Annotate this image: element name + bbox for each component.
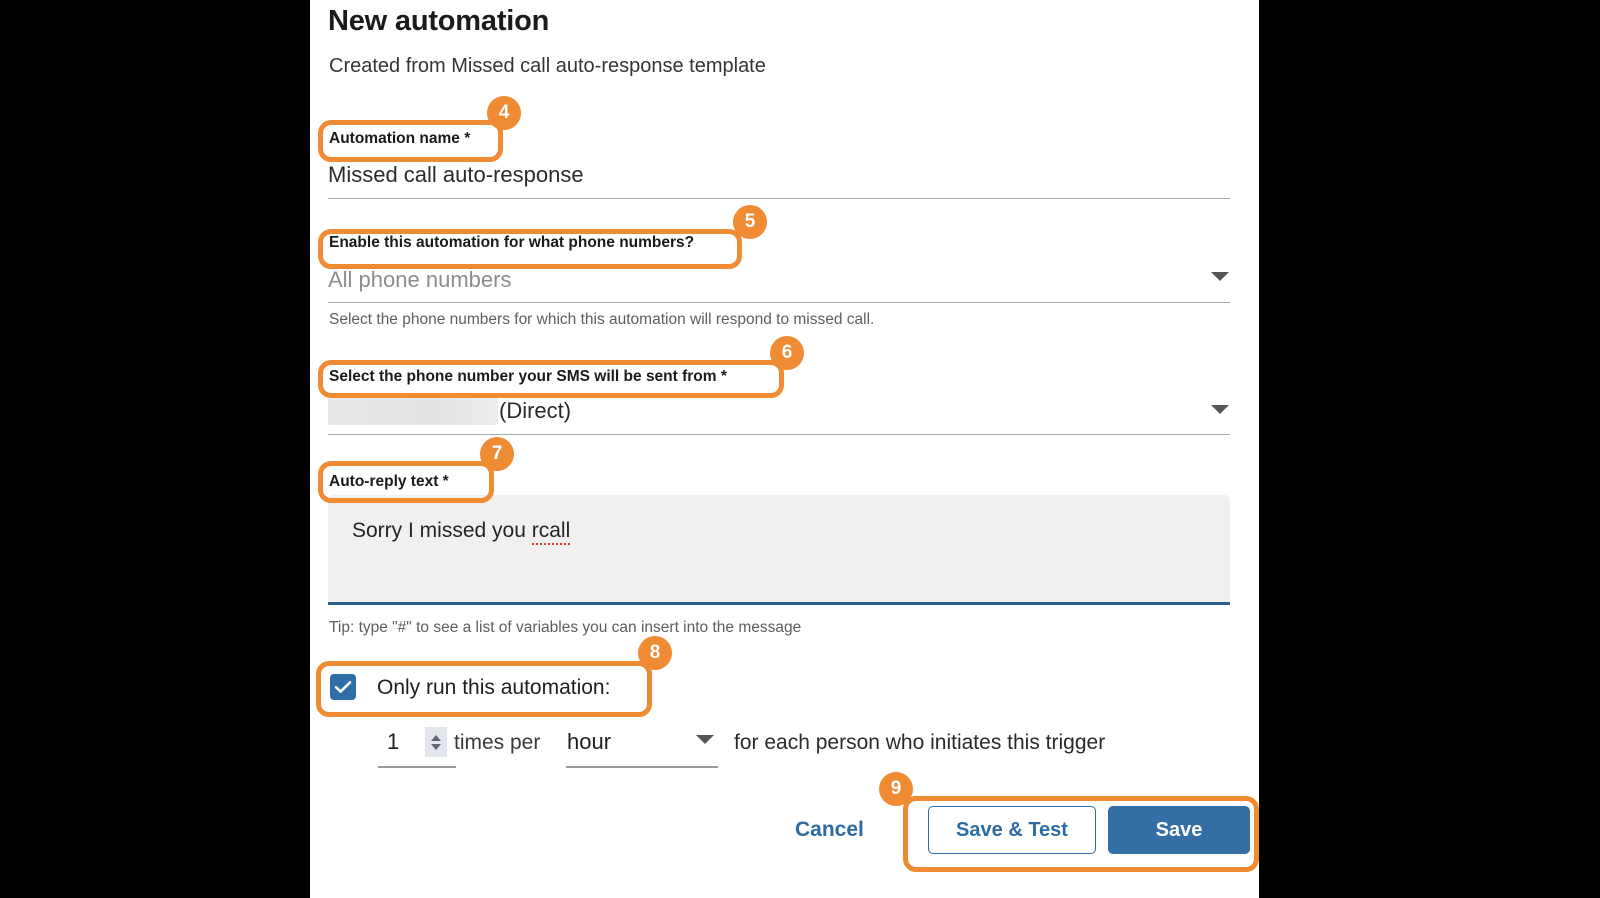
chevron-down-icon[interactable] [431, 743, 441, 750]
send-from-number-label: Select the phone number your SMS will be… [329, 368, 727, 385]
enable-phone-numbers-select[interactable]: All phone numbers [328, 267, 512, 292]
dialog-inner: New automation Created from Missed call … [328, 0, 1250, 898]
auto-reply-text-misspelled-word: rcall [531, 519, 571, 545]
enable-phone-numbers-underline [328, 302, 1230, 303]
cancel-button[interactable]: Cancel [795, 818, 864, 841]
save-and-test-button[interactable]: Save & Test [928, 806, 1096, 854]
send-from-number-select[interactable]: (Direct) [499, 398, 572, 423]
only-run-label: Only run this automation: [377, 676, 611, 699]
auto-reply-textarea-value: Sorry I missed you rcall [352, 519, 571, 545]
period-select[interactable]: hour [567, 729, 612, 754]
automation-dialog: New automation Created from Missed call … [310, 0, 1259, 898]
check-icon [334, 681, 352, 693]
times-per-label: times per [454, 731, 541, 754]
auto-reply-tip: Tip: type "#" to see a list of variables… [329, 619, 802, 636]
auto-reply-textarea[interactable]: Sorry I missed you rcall [328, 495, 1230, 605]
chevron-down-icon[interactable] [1211, 272, 1229, 281]
chevron-down-icon[interactable] [1211, 405, 1229, 414]
automation-name-input[interactable]: Missed call auto-response [328, 162, 584, 187]
page-title: New automation [328, 5, 550, 37]
chevron-up-icon[interactable] [431, 734, 441, 741]
frequency-count-input[interactable]: 1 [387, 729, 400, 754]
auto-reply-text-label: Auto-reply text * [329, 473, 449, 490]
frequency-count-underline [378, 766, 456, 768]
frequency-trailing-text: for each person who initiates this trigg… [734, 731, 1106, 754]
enable-phone-numbers-helper: Select the phone numbers for which this … [329, 311, 875, 328]
automation-name-label: Automation name * [329, 130, 471, 147]
page-subtitle: Created from Missed call auto-response t… [329, 55, 766, 77]
save-button[interactable]: Save [1108, 806, 1250, 854]
redacted-phone-number [328, 398, 498, 425]
chevron-down-icon[interactable] [696, 735, 714, 744]
auto-reply-text-prefix: Sorry I missed you [352, 519, 532, 542]
frequency-stepper[interactable] [425, 727, 447, 757]
enable-phone-numbers-label: Enable this automation for what phone nu… [329, 234, 695, 251]
period-select-underline [566, 766, 718, 768]
only-run-checkbox[interactable] [330, 674, 356, 700]
automation-name-underline [328, 198, 1230, 199]
send-from-number-underline [328, 434, 1230, 435]
